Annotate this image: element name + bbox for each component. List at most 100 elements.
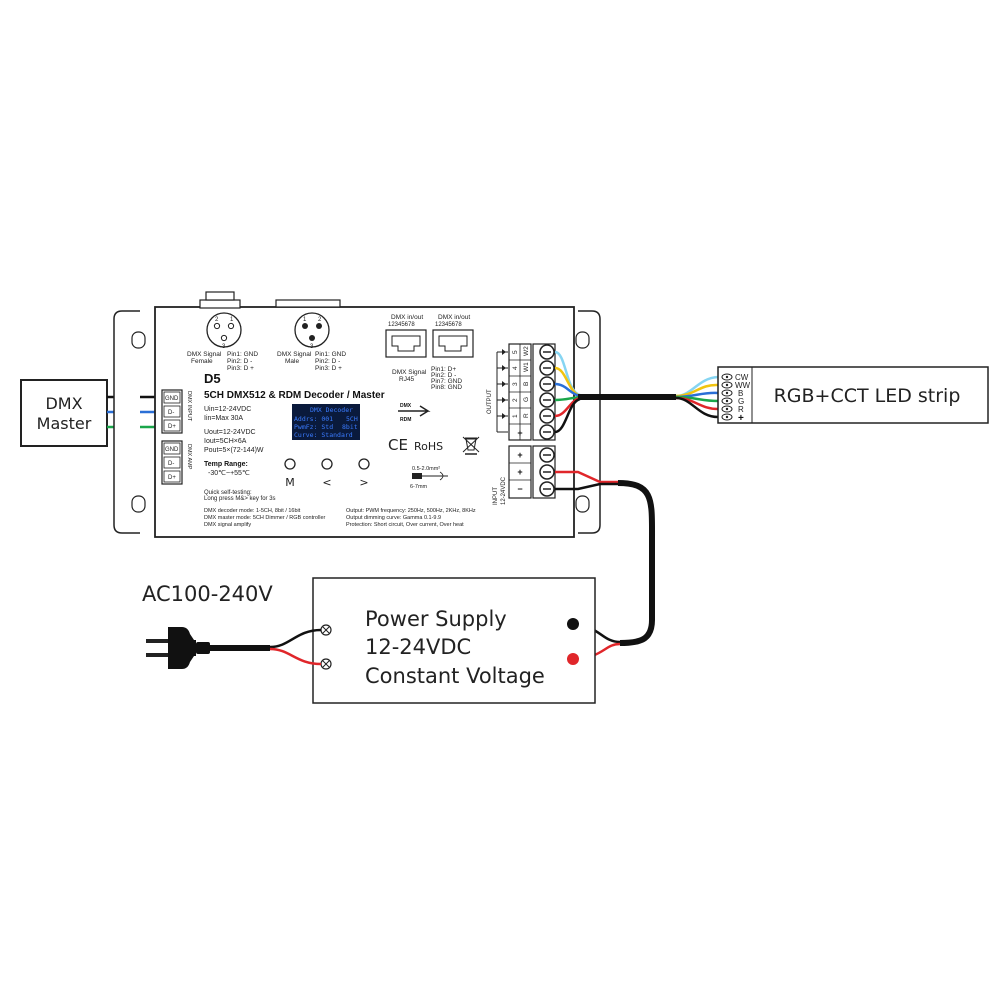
output-curve: Output dimming curve: Gamma 0.1-9.9 [346, 515, 441, 521]
mount-hole-icon [131, 495, 146, 513]
ac-plug-icon [146, 627, 210, 669]
rj45-signal-label1: DMX Signal [392, 369, 427, 376]
mount-hole-icon [131, 331, 146, 349]
dmx-in-dplus: D+ [168, 424, 176, 430]
out-plus: + [517, 428, 522, 438]
button-m[interactable]: M [284, 458, 296, 489]
out-num-1: 1 [512, 414, 519, 418]
input-label1: INPUT [493, 487, 499, 505]
dmx-input-terminal: GND D- D+ DMX INPUT [161, 389, 192, 434]
rj45-1-pins: 12345678 [388, 322, 415, 328]
output-label: OUTPUT [487, 389, 493, 414]
psu-line3: Constant Voltage [365, 664, 545, 688]
psu-line1: Power Supply [365, 607, 507, 631]
dmx-amp-dminus: D- [168, 461, 174, 467]
out-ch-b: B [523, 382, 530, 386]
dmx-in-dminus: D- [168, 410, 174, 416]
weee-bin-icon [462, 436, 480, 455]
strip-pin-b: B [738, 389, 743, 398]
terminal-screw-icon [539, 344, 555, 440]
rj45-pin7: Pin7: GND [431, 378, 462, 385]
display-row2b: 5CH [346, 415, 358, 423]
mount-hole-icon [575, 495, 590, 513]
spec-iin: Iin=Max 30A [204, 415, 243, 422]
xlr-female-connector-icon: 2 1 3 [206, 312, 242, 350]
mode-amplify: DMX signal amplify [204, 522, 251, 528]
svg-text:2: 2 [215, 317, 219, 323]
display-row4: Curve: Standard [294, 431, 353, 439]
oled-display: DMX Decoder Addrs: 001 5CH PwmFz: Std 8b… [292, 404, 360, 440]
wire-strip-icon [412, 471, 448, 481]
rohs-mark: RoHS [414, 440, 443, 453]
strip-pin-ww: WW [735, 381, 751, 390]
rj45-port-icon [385, 329, 427, 358]
out-ch-g: G [523, 397, 530, 402]
rdm-logo-icon: DMX RDM [398, 403, 431, 423]
output-arrows-icon [496, 349, 508, 433]
in-plus-2: + [517, 467, 522, 477]
rj45-2-pins: 12345678 [435, 322, 462, 328]
dmx-master-line2: Master [37, 414, 92, 433]
display-row1: DMX Decoder [310, 406, 353, 414]
strip-pin-cw: CW [735, 373, 749, 382]
svg-text:3: 3 [310, 344, 314, 350]
temp-title: Temp Range: [204, 461, 248, 468]
strip-length: 6-7mm [410, 484, 428, 490]
spec-uin: Uin=12-24VDC [204, 406, 251, 413]
device-title: 5CH DMX512 & RDM Decoder / Master [204, 390, 385, 401]
display-row2a: Addrs: 001 [294, 415, 333, 423]
dmx-amp-gnd: GND [165, 447, 179, 453]
button-right[interactable]: > [358, 458, 370, 489]
led-strip-title: RGB+CCT LED strip [774, 385, 961, 407]
xlr-male-connector-icon: 1 2 3 [294, 312, 330, 350]
strip-pad-icon [721, 373, 733, 421]
mode-decoder: DMX decoder mode: 1-5CH, 8bit / 16bit [204, 508, 301, 514]
xlr-male-pin3: Pin3: D + [315, 365, 342, 372]
spec-iout: Iout=5CH×6A [204, 438, 247, 445]
quick-test-title: Quick self-testing: [204, 490, 252, 496]
rj45-1-label: DMX in/out [391, 314, 423, 321]
rj45-2-label: DMX in/out [438, 314, 470, 321]
out-num-5: 5 [512, 350, 519, 354]
xlr-female-label1: DMX Signal [187, 351, 222, 358]
psu-positive-terminal-icon [567, 653, 579, 665]
xlr-male-pin1: Pin1: GND [315, 351, 346, 358]
strip-pin-r: R [738, 405, 744, 414]
dmx-master: DMX Master [20, 379, 108, 447]
psu-line2: 12-24VDC [365, 635, 471, 659]
out-num-2: 2 [512, 398, 519, 402]
out-num-3: 3 [512, 382, 519, 386]
temp-value: -30℃~+55℃ [208, 470, 250, 477]
rj45-pin1: Pin1: D+ [431, 366, 456, 373]
dmx-in-gnd: GND [165, 396, 179, 402]
button-left[interactable]: < [321, 458, 333, 489]
output-terminal: 5 W2 4 W1 3 B 2 G 1 R + [508, 343, 556, 441]
xlr-female-pin1: Pin1: GND [227, 351, 258, 358]
button-right-label: > [359, 476, 368, 489]
input-label2: 12-24VDC [501, 476, 507, 505]
rj45-pin2: Pin2: D - [431, 372, 456, 379]
out-ch-r: R [523, 413, 530, 418]
out-num-4: 4 [512, 366, 519, 370]
svg-text:1: 1 [303, 317, 307, 323]
psu-ac-terminal-icon [320, 624, 332, 670]
output-pwm: Output: PWM frequency: 250Hz, 500Hz, 2KH… [346, 508, 476, 514]
spec-uout: Uout=12-24VDC [204, 429, 256, 436]
strip-pin-plus: + [738, 413, 744, 424]
mains-label: AC100-240V [142, 582, 273, 606]
in-plus-1: + [517, 450, 522, 460]
led-output-wires [554, 350, 719, 434]
mode-master: DMX master mode: 5CH Dimmer / RGB contro… [204, 515, 325, 521]
quick-test-desc: Long press M&> key for 3s [204, 496, 276, 502]
dmx-amp-terminal: GND D- D+ DMX AMP [161, 440, 192, 485]
strip-pin-g: G [738, 397, 744, 406]
xlr-male-pin2: Pin2: D - [315, 358, 340, 365]
svg-text:3: 3 [222, 344, 226, 350]
svg-text:2: 2 [318, 317, 322, 323]
xlr-female-pin3: Pin3: D + [227, 365, 254, 372]
mount-hole-icon [575, 331, 590, 349]
rj45-signal-label2: RJ45 [399, 376, 415, 383]
device-model: D5 [204, 371, 221, 386]
led-strip: CW WW B G R + RGB+CCT LED strip [717, 366, 989, 424]
